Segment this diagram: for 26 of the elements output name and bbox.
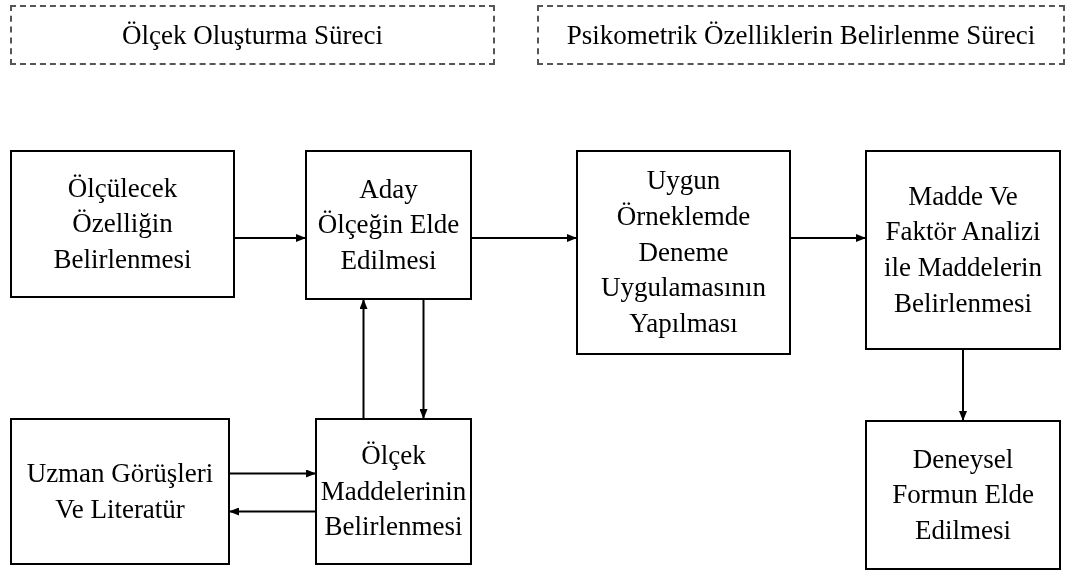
process-box — [576, 150, 791, 355]
box-text: Uzman Görüşleri Ve Literatür — [25, 456, 215, 526]
arrow — [790, 234, 866, 242]
process-group-box — [10, 5, 495, 65]
box-text: Ölçek Oluşturma Süreci — [122, 19, 383, 52]
box-text: Aday Ölçeğin Elde Edilmesi — [316, 172, 461, 277]
box-text: Ölçek Maddelerinin Belirlenmesi — [320, 439, 467, 544]
box-text: Psikometrik Özelliklerin Belirlenme Süreci — [566, 19, 1036, 52]
arrow — [359, 299, 368, 419]
arrow — [959, 349, 967, 421]
process-box — [305, 150, 472, 300]
box-text: Deneysel Formun Elde Edilmesi — [891, 442, 1035, 547]
arrow — [419, 299, 428, 419]
process-box — [10, 418, 230, 565]
process-group-box — [537, 5, 1065, 65]
arrow — [229, 469, 316, 478]
arrow — [229, 507, 316, 516]
arrow — [471, 234, 577, 242]
box-text: Madde Ve Faktör Analizi ile Maddelerin Belirlenmesi — [882, 179, 1044, 320]
process-box — [865, 150, 1061, 350]
box-text: Uygun Örneklemde Deneme Uygulamasının Yapılması — [600, 164, 767, 340]
box-text: Ölçülecek Özelliğin Belirlenmesi — [52, 171, 193, 276]
process-box — [10, 150, 235, 298]
arrow — [234, 234, 306, 242]
process-box — [865, 420, 1061, 570]
process-box — [315, 418, 472, 565]
